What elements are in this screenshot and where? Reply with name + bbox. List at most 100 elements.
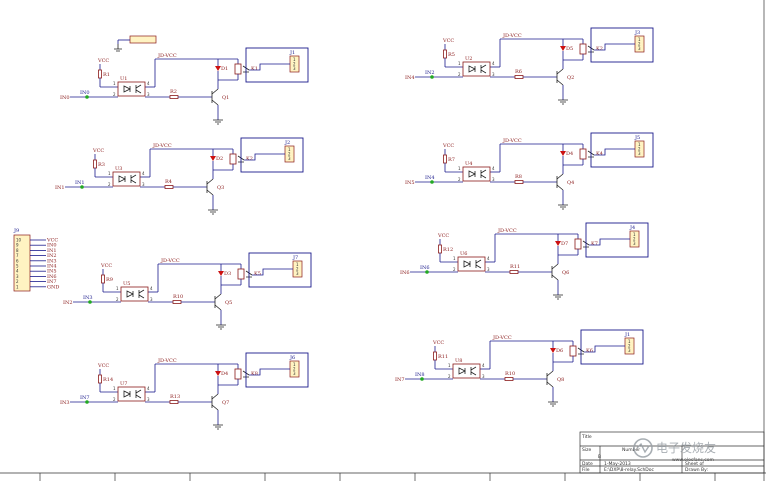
header-pin-number: 7 bbox=[16, 253, 19, 258]
input-indicator-icon bbox=[85, 400, 89, 404]
input-port-label: IN2 bbox=[63, 300, 73, 306]
relay-ref: K4 bbox=[596, 151, 603, 157]
svg-text:1: 1 bbox=[633, 232, 636, 237]
diode-ref: D3 bbox=[224, 271, 231, 277]
flyback-diode-icon bbox=[218, 271, 224, 276]
svg-text:3: 3 bbox=[142, 182, 145, 187]
file-label: File bbox=[582, 467, 590, 473]
transistor-ref: Q3 bbox=[217, 185, 224, 191]
output-frame bbox=[245, 47, 309, 83]
svg-text:2: 2 bbox=[638, 147, 641, 152]
output-frame bbox=[590, 27, 654, 63]
input-port-label: IN7 bbox=[395, 377, 405, 383]
title-block: Title Size Number B Date 1-May-2013 File… bbox=[579, 431, 765, 474]
file-value: E:\DXP\8-relay.SchDoc bbox=[604, 467, 655, 473]
jd-vcc-label: JD-VCC bbox=[502, 33, 522, 39]
base-resistor-ref: R2 bbox=[170, 89, 177, 95]
svg-text:3: 3 bbox=[487, 267, 490, 272]
svg-text:3: 3 bbox=[638, 151, 641, 156]
diode-ref: D2 bbox=[216, 156, 223, 162]
output-frame bbox=[585, 222, 649, 258]
opto-transistor-icon bbox=[135, 389, 142, 399]
input-net-label: IN1 bbox=[75, 180, 85, 186]
output-frame bbox=[590, 132, 654, 168]
svg-text:1: 1 bbox=[628, 339, 631, 344]
header-pin-number: 3 bbox=[16, 274, 19, 279]
input-indicator-icon bbox=[430, 75, 434, 79]
header-pin-number: 5 bbox=[16, 264, 19, 269]
relay-coil bbox=[237, 268, 245, 280]
svg-text:2: 2 bbox=[296, 267, 299, 272]
flyback-diode-icon bbox=[560, 151, 566, 156]
optocoupler-ref: U6 bbox=[460, 251, 467, 257]
input-net-label: IN2 bbox=[425, 70, 435, 76]
opto-transistor-icon bbox=[480, 169, 487, 179]
input-net-label: IN6 bbox=[420, 265, 430, 271]
base-resistor-ref: R10 bbox=[505, 371, 515, 377]
vcc-label: VCC bbox=[442, 143, 454, 149]
svg-text:2: 2 bbox=[288, 152, 291, 157]
svg-text:2: 2 bbox=[293, 62, 296, 67]
drawn-by-label: Drawn By: bbox=[685, 467, 708, 473]
input-port-label: IN4 bbox=[405, 75, 415, 81]
pullup-resistor bbox=[433, 351, 437, 361]
pullup-resistor-ref: R11 bbox=[438, 354, 448, 360]
header-pin-number: 4 bbox=[16, 269, 19, 274]
jd-vcc-label: JD-VCC bbox=[157, 53, 177, 59]
svg-text:3: 3 bbox=[147, 397, 150, 402]
sheet-label: Sheet of bbox=[685, 461, 704, 467]
svg-text:2: 2 bbox=[453, 267, 456, 272]
watermark: 电子发烧友 www.elecfans.com bbox=[633, 438, 716, 463]
svg-text:1: 1 bbox=[638, 142, 641, 147]
pullup-resistor-ref: R12 bbox=[443, 247, 453, 253]
opto-led-icon bbox=[123, 85, 131, 93]
opto-led-icon bbox=[468, 65, 476, 73]
header-net-label: VCC bbox=[46, 238, 58, 244]
base-resistor bbox=[509, 270, 519, 274]
svg-text:3: 3 bbox=[293, 371, 296, 376]
opto-led-icon bbox=[126, 290, 134, 298]
jd-vcc-label: JD-VCC bbox=[497, 228, 517, 234]
transistor-ref: Q6 bbox=[562, 270, 569, 276]
header-net-label: IN5 bbox=[47, 269, 57, 275]
svg-text:2: 2 bbox=[458, 72, 461, 77]
base-resistor bbox=[514, 75, 524, 79]
svg-text:1: 1 bbox=[288, 147, 291, 152]
svg-text:1: 1 bbox=[453, 256, 456, 261]
relay-coil bbox=[574, 238, 582, 250]
transistor-ref: Q2 bbox=[567, 75, 574, 81]
jd-vcc-label: JD-VCC bbox=[492, 335, 512, 341]
diode-ref: D1 bbox=[221, 66, 228, 72]
watermark-site: www.elecfans.com bbox=[672, 457, 714, 463]
pullup-resistor bbox=[443, 49, 447, 59]
ground-icon bbox=[213, 119, 223, 125]
header-body bbox=[13, 234, 31, 292]
optocoupler bbox=[120, 286, 149, 302]
svg-text:2: 2 bbox=[113, 397, 116, 402]
pullup-resistor-ref: R14 bbox=[103, 377, 113, 383]
chassis-ground-icon bbox=[114, 44, 122, 52]
flyback-diode-icon bbox=[550, 348, 556, 353]
power-connector bbox=[129, 35, 157, 44]
base-resistor bbox=[504, 377, 514, 381]
svg-text:2: 2 bbox=[113, 92, 116, 97]
svg-text:4: 4 bbox=[492, 61, 495, 66]
flyback-diode-icon bbox=[215, 371, 221, 376]
watermark-text: 电子发烧友 bbox=[656, 440, 716, 455]
diode-ref: D7 bbox=[561, 241, 568, 247]
transistor-ref: Q7 bbox=[222, 400, 229, 406]
vcc-label: VCC bbox=[432, 340, 444, 346]
flyback-diode-icon bbox=[560, 46, 566, 51]
header-net-label: IN0 bbox=[47, 243, 57, 249]
optocoupler-ref: U5 bbox=[123, 281, 130, 287]
pullup-resistor-ref: R7 bbox=[448, 157, 455, 163]
pullup-resistor bbox=[98, 69, 102, 79]
jd-vcc-label: JD-VCC bbox=[502, 138, 522, 144]
opto-transistor-icon bbox=[480, 64, 487, 74]
pullup-resistor-ref: R1 bbox=[103, 72, 110, 78]
